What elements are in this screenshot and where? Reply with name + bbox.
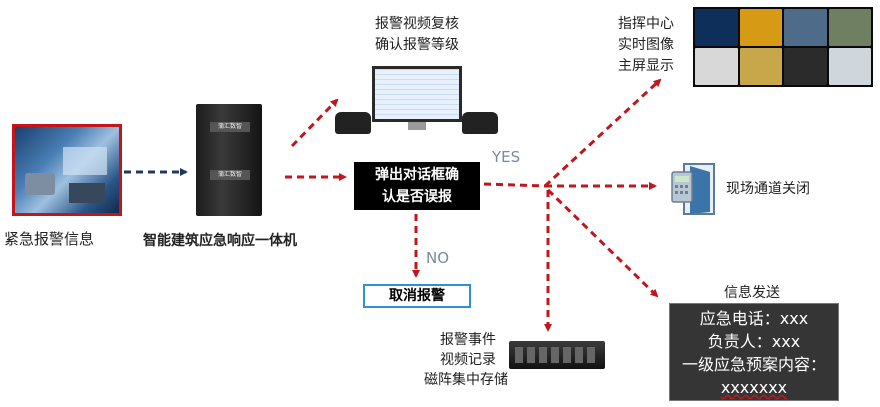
cabinet-label: 蒲汇数智	[210, 122, 250, 132]
info-line: xxxxxxx	[720, 378, 788, 397]
review-caption-line: 确认报警等级	[375, 37, 459, 53]
command-caption-line: 指挥中心	[618, 16, 674, 32]
storage-caption-line: 报警事件	[440, 332, 496, 348]
emergency-appliance-image: 蒲汇数智 蒲汇数智	[196, 104, 262, 216]
cancel-alarm-label: 取消报警	[389, 288, 445, 304]
info-message-box: 应急电话：xxx 负责人：xxx 一级应急预案内容： xxxxxxx	[669, 303, 839, 401]
command-caption: 指挥中心 实时图像 主屏显示	[604, 14, 688, 77]
arrow-cabinet-to-review	[290, 98, 339, 148]
arrow-to-info	[546, 188, 659, 298]
no-label: NO	[426, 249, 450, 267]
control-room-photo	[12, 124, 122, 216]
dialog-decision-box: 弹出对话框确 认是否误报	[354, 162, 480, 210]
storage-caption: 报警事件 视频记录 磁阵集中存储	[404, 330, 508, 390]
command-caption-line: 实时图像	[618, 37, 674, 53]
info-line: 负责人：xxx	[707, 332, 801, 351]
info-line: 应急电话：xxx	[699, 309, 809, 328]
yes-label: YES	[492, 148, 521, 166]
storage-array-image	[509, 341, 605, 369]
cancel-alarm-box: 取消报警	[363, 284, 471, 308]
center-caption: 智能建筑应急响应一体机	[143, 233, 297, 249]
info-caption: 信息发送	[724, 285, 780, 301]
left-caption: 紧急报警信息	[4, 230, 95, 248]
dialog-line: 弹出对话框确	[375, 167, 459, 183]
arrow-dialog-to-branch	[483, 182, 546, 188]
phone-icon	[462, 112, 498, 134]
door-icon	[671, 163, 715, 215]
storage-caption-line: 磁阵集中存储	[424, 372, 508, 388]
info-line: 一级应急预案内容：	[681, 355, 826, 374]
door-caption: 现场通道关闭	[726, 181, 810, 197]
video-wall-image	[693, 7, 873, 87]
cabinet-label: 蒲汇数智	[210, 170, 250, 180]
review-caption-line: 报警视频复核	[375, 16, 459, 32]
monitor-image	[372, 66, 462, 122]
review-caption: 报警视频复核 确认报警等级	[362, 14, 472, 56]
phone-icon	[335, 112, 371, 134]
command-caption-line: 主屏显示	[618, 58, 674, 74]
monitor-stand	[408, 122, 426, 130]
dialog-line: 认是否误报	[382, 189, 452, 205]
arrow-to-command	[543, 78, 662, 188]
storage-caption-line: 视频记录	[440, 352, 496, 368]
